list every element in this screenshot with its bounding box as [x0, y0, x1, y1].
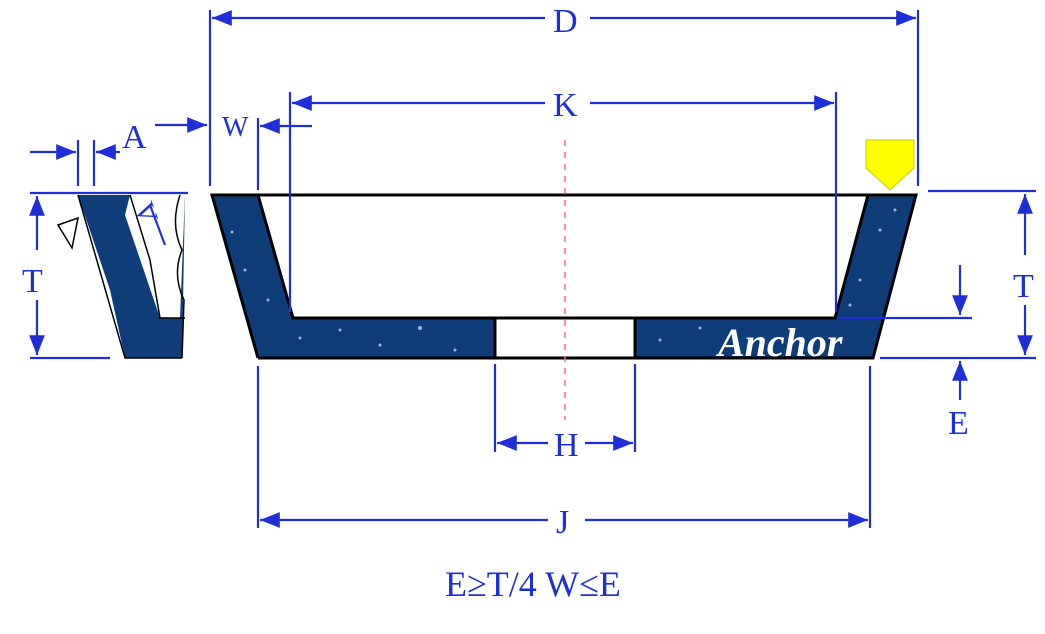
edge-marker-icon	[56, 216, 79, 251]
dimension-E: E	[838, 265, 972, 442]
label-A: A	[122, 119, 147, 156]
dimension-K: K	[288, 87, 838, 312]
dimension-H: H	[493, 364, 637, 464]
label-W: W	[222, 112, 249, 143]
diamond-marker-icon	[865, 139, 915, 191]
brand-logo: Anchor	[715, 320, 843, 365]
dimension-T-right: T	[880, 189, 1036, 360]
label-J: J	[556, 504, 569, 541]
label-K: K	[553, 87, 578, 124]
dimension-W: W	[222, 112, 312, 190]
label-H: H	[554, 427, 579, 464]
label-E: E	[948, 405, 969, 442]
dimension-D: D	[208, 3, 920, 186]
label-T-right: T	[1013, 268, 1034, 305]
formula-text: E≥T/4 W≤E	[445, 564, 621, 604]
label-T-left: T	[22, 263, 43, 300]
dimension-A: A	[122, 117, 207, 156]
abrasive-texture	[230, 208, 897, 352]
dimension-J: J	[256, 366, 872, 541]
section-detail: T V	[22, 140, 188, 360]
wheel-body: Anchor	[210, 193, 918, 365]
label-D: D	[553, 3, 578, 40]
